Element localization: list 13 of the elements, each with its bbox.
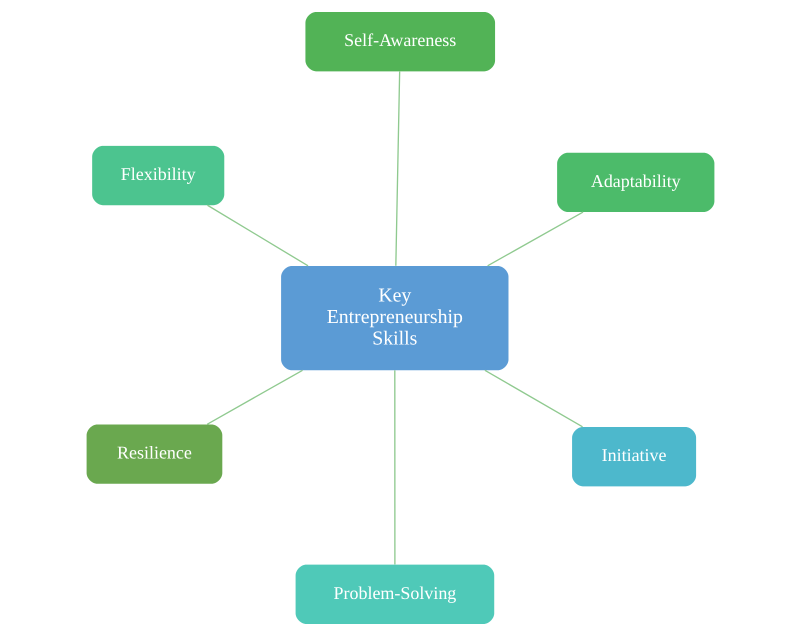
connector bbox=[394, 72, 400, 266]
node-box: Initiative bbox=[572, 427, 696, 486]
node-box: Problem-Solving bbox=[295, 564, 494, 624]
connector bbox=[206, 370, 302, 425]
node-box: Self-Awareness bbox=[304, 12, 495, 72]
connector bbox=[394, 370, 396, 564]
node-box: Flexibility bbox=[92, 146, 224, 206]
connector bbox=[486, 211, 583, 266]
connector bbox=[484, 370, 582, 428]
node-box: Adaptability bbox=[556, 152, 714, 212]
connector bbox=[206, 204, 308, 266]
node-box: Key Entrepreneurship Skills bbox=[280, 266, 508, 370]
node-box: Resilience bbox=[86, 424, 222, 484]
